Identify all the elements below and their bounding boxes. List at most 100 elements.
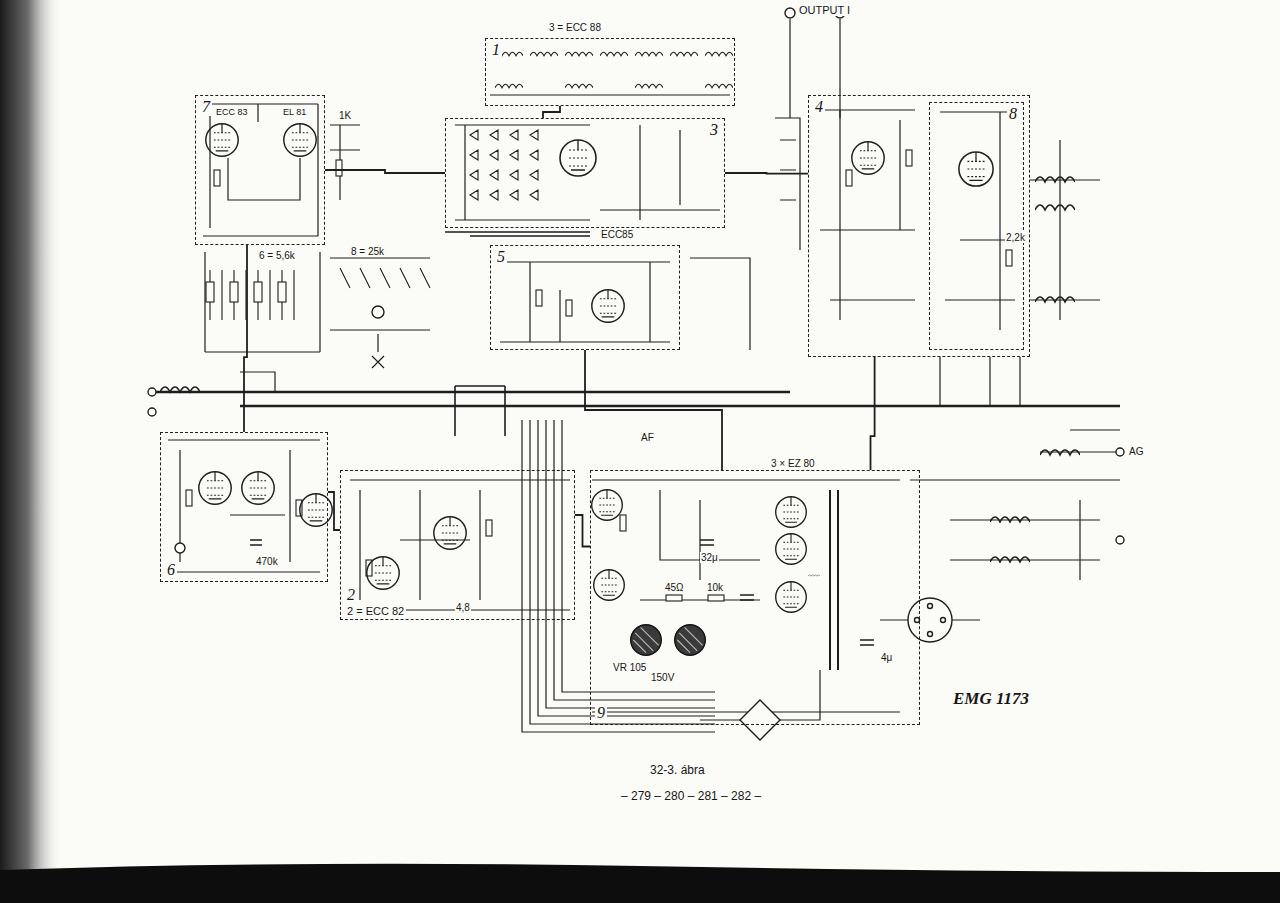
unit-label-group: 5: [495, 248, 507, 266]
tube-type: 3 × EZ 80: [770, 458, 816, 469]
unit-label-group: 3: [708, 121, 720, 139]
wiring: [350, 480, 570, 610]
switch-bank: [470, 170, 538, 180]
terminals: [175, 543, 185, 553]
wiring: [910, 480, 1120, 580]
coil-symbols: [1035, 297, 1075, 302]
coil-symbols: [635, 52, 663, 56]
coil-symbols: [565, 52, 593, 56]
wiring: [150, 19, 1120, 732]
unit-number: 3: [708, 121, 720, 139]
tube-symbols: [675, 625, 706, 656]
coil-symbols: [808, 575, 820, 577]
tube-symbols: [592, 490, 623, 521]
tube-type: EL 81: [282, 108, 307, 118]
signal-name: AG: [1128, 446, 1144, 457]
wiring: [372, 334, 384, 368]
unit-number: 2: [345, 586, 357, 604]
unit-label-group: 6: [165, 561, 177, 579]
component-value: 4μ: [880, 652, 893, 663]
unit-label-group: 22 = ECC 82: [345, 586, 406, 617]
signal-wire: [575, 515, 590, 547]
signal-wire: [244, 245, 247, 432]
component-value: 2,2k: [1005, 232, 1026, 243]
signal-wire: [328, 492, 340, 530]
terminals: [148, 408, 156, 416]
wiring: [490, 94, 730, 95]
resistor-symbols: [186, 490, 192, 506]
tube-symbols: [199, 124, 993, 656]
component-value: 4,8: [455, 602, 471, 613]
tube-symbols: [852, 142, 884, 174]
switch-bank: [470, 130, 538, 140]
coil-symbols: [670, 52, 698, 56]
unit-label-group: 4: [813, 98, 825, 116]
coil-symbols: [495, 84, 523, 88]
wiring: [940, 112, 1015, 330]
scan-bottom-band: [0, 864, 1280, 903]
tube-symbols: [434, 517, 466, 549]
coil-symbols: [990, 557, 1030, 562]
switch-bank: [470, 190, 538, 200]
tube-type: ECC 83: [215, 108, 249, 118]
terminals: [928, 604, 933, 609]
unit-boundary: 22 = ECC 82: [340, 470, 575, 620]
terminals: [372, 306, 384, 318]
coil-symbols: [705, 52, 733, 56]
coil-symbols: [565, 84, 593, 88]
wiring: [455, 125, 720, 220]
wiring: [775, 118, 800, 250]
terminals: [148, 8, 1124, 740]
scan-edge: [0, 0, 62, 903]
terminals: [740, 700, 780, 740]
unit-boundary: 5: [490, 245, 680, 350]
tube-symbols: [594, 570, 625, 601]
coil-symbols: [1040, 450, 1080, 455]
unit-number: 8: [1007, 105, 1019, 123]
terminals: [941, 618, 946, 623]
wiring: [592, 480, 900, 712]
terminals: [928, 632, 933, 637]
signal-wire: [585, 350, 722, 470]
unit-boundary: 1: [485, 38, 735, 106]
figure-caption: 32-3. ábra: [648, 763, 707, 777]
tube-symbols: [592, 290, 624, 322]
coil-symbols: [990, 517, 1030, 522]
resistor-symbols: [1006, 250, 1012, 266]
resistor-symbols: [336, 160, 342, 176]
wiring: [790, 19, 840, 118]
coil-symbols: [1035, 177, 1075, 182]
tube-symbols: [242, 472, 274, 504]
resistor-symbols: [666, 595, 682, 601]
tube-symbols: [367, 557, 399, 589]
terminals: [1116, 448, 1124, 456]
unit-number: 7: [200, 98, 212, 116]
terminals: [908, 598, 952, 642]
unit-boundary: 8: [929, 102, 1024, 350]
wiring: [1030, 140, 1100, 320]
resistor-symbols: [230, 282, 238, 302]
component-value: 6 = 5,6k: [258, 250, 296, 261]
resistor-symbols: [566, 300, 572, 316]
component-value: 8 = 25k: [350, 246, 385, 257]
tube-symbols: [284, 124, 316, 156]
unit-label-group: 7: [200, 98, 212, 116]
component-value: 470k: [255, 556, 279, 567]
signal-wire: [543, 106, 560, 118]
resistor-symbols: [254, 282, 262, 302]
coil-symbols: [530, 52, 558, 56]
terminals: [785, 8, 795, 18]
tube-symbols: [206, 124, 238, 156]
signal-wire: [725, 172, 808, 174]
resistor-symbols: [536, 290, 542, 306]
tube-symbols: [776, 497, 807, 528]
wiring: [150, 391, 790, 394]
component-value: 1K: [338, 110, 352, 121]
signal-wire: [325, 170, 445, 173]
tube-type: 3 = ECC 88: [548, 22, 602, 33]
component-value: 10k: [706, 582, 724, 593]
switch-bank: [210, 130, 538, 320]
